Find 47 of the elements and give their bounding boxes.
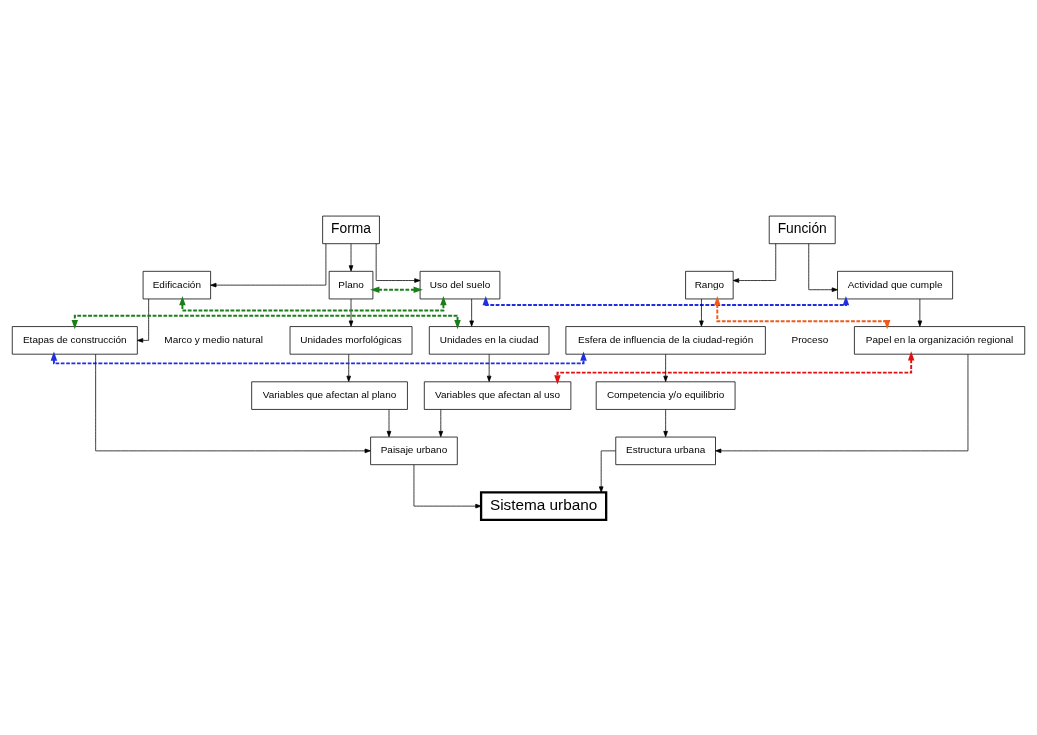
label: Marco y medio natural — [164, 333, 263, 345]
arrow — [71, 314, 461, 329]
arrow — [917, 298, 923, 327]
node-box: Papel en la organización regional — [854, 325, 1026, 355]
node-box: Unidades morfológicas — [289, 325, 413, 355]
arrow — [137, 298, 150, 343]
arrow — [482, 295, 850, 306]
node-box: Unidades en la ciudad — [428, 325, 550, 355]
arrow — [386, 408, 392, 437]
node-box: Uso del suelo — [419, 270, 501, 299]
arrow — [348, 298, 354, 327]
arrow — [370, 286, 423, 293]
node-box: Sistema urbano — [479, 490, 608, 521]
arrow — [663, 353, 668, 382]
arrow — [179, 295, 447, 311]
arrow — [714, 295, 891, 329]
arrow — [50, 350, 587, 364]
label: Proceso — [791, 333, 829, 345]
arrow — [808, 242, 838, 292]
node-box: Edificación — [142, 270, 211, 299]
node-box: Función — [768, 215, 836, 244]
node-box: Esfera de influencia de la ciudad-región — [565, 325, 766, 355]
node-box: Paisaje urbano — [370, 436, 458, 465]
node-box: Etapas de construcción — [11, 325, 138, 355]
arrow — [375, 242, 421, 283]
arrow — [95, 353, 371, 453]
arrow — [346, 353, 351, 382]
arrow — [715, 353, 969, 453]
node-box: Estructura urbana — [615, 436, 716, 465]
arrow — [348, 242, 354, 271]
node-box: Variables que afectan al uso — [423, 380, 572, 410]
arrow — [663, 408, 668, 437]
node-box: Plano — [328, 270, 374, 299]
arrow — [210, 242, 327, 287]
arrow — [598, 450, 616, 493]
arrow — [469, 298, 474, 327]
node-box: Competencia y/o equilibrio — [595, 380, 736, 410]
node-box: Variables que afectan al plano — [251, 380, 408, 410]
node-box: Forma — [322, 215, 380, 244]
arrow — [699, 298, 704, 327]
arrow — [732, 242, 777, 283]
arrow — [438, 408, 444, 437]
node-box: Actividad que cumple — [837, 270, 953, 299]
arrow — [554, 350, 915, 385]
arrow — [413, 463, 482, 508]
arrow — [486, 353, 492, 382]
node-box: Rango — [685, 270, 734, 299]
